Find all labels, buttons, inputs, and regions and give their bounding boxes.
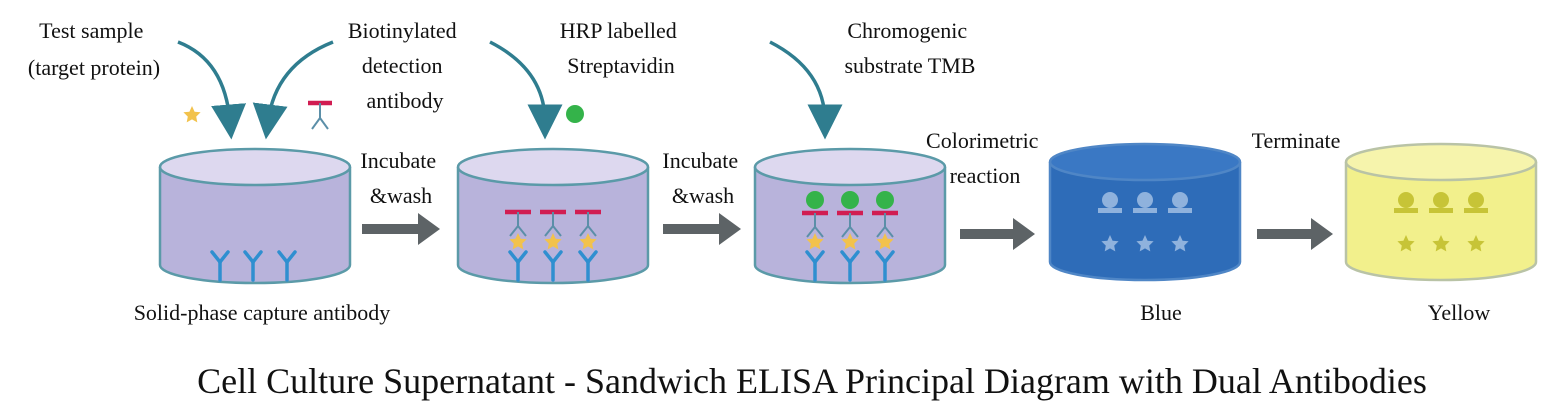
yellow-label: Yellow: [1428, 300, 1491, 325]
step2-label: Incubate &wash: [662, 148, 743, 208]
step-arrow: [960, 218, 1035, 250]
detection-antibody-icon: [308, 100, 332, 130]
test-sample-label: Test sample (target protein): [28, 18, 160, 80]
well-capture: [158, 147, 352, 285]
diagram-caption: Cell Culture Supernatant - Sandwich ELIS…: [197, 361, 1427, 401]
well-blue: [1048, 142, 1242, 282]
hrp-complex: [872, 191, 898, 282]
hrp-label: HRP labelled Streptavidin: [560, 18, 683, 78]
blue-label: Blue: [1140, 300, 1182, 325]
step4-label: Terminate: [1252, 128, 1341, 153]
well-yellow: [1344, 142, 1538, 282]
streptavidin-dot-icon: [566, 105, 584, 123]
capture-label: Solid-phase capture antibody: [134, 300, 391, 325]
well-sandwich: [456, 147, 650, 285]
hrp-arrow: [489, 40, 563, 140]
well-streptavidin: [753, 147, 947, 285]
step1-label: Incubate &wash: [360, 148, 441, 208]
step-arrow: [362, 213, 440, 245]
biotinylated-label: Biotinylated detection antibody: [348, 18, 462, 113]
antigen-star-icon: [183, 106, 201, 123]
chromogenic-label: Chromogenic substrate TMB: [845, 18, 976, 78]
step-arrow: [1257, 218, 1333, 250]
step3-label: Colorimetric reaction: [926, 128, 1044, 188]
hrp-complex: [837, 191, 863, 282]
hrp-complex: [802, 191, 828, 282]
tmb-arrow: [769, 40, 843, 140]
sample-arrow: [177, 40, 247, 140]
step-arrow: [663, 213, 741, 245]
biotin-arrow: [252, 40, 334, 140]
